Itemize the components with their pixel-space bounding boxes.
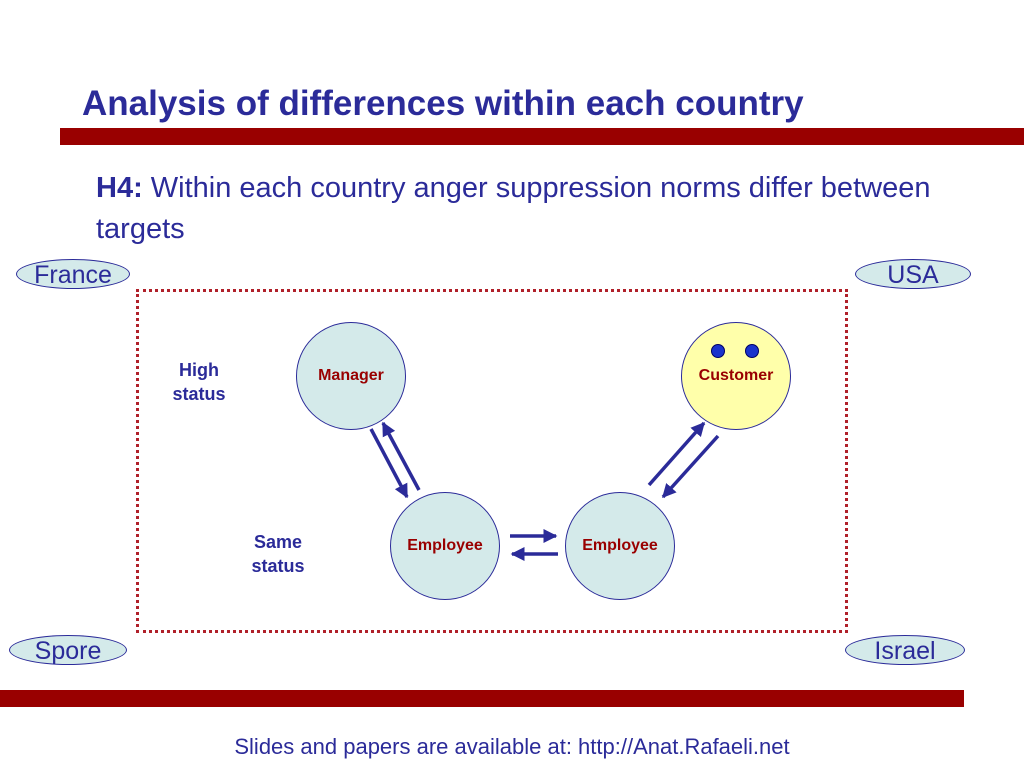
country-label-france: France	[16, 259, 130, 289]
hypothesis-statement: H4: Within each country anger suppressio…	[96, 168, 976, 250]
node-employee-right: Employee	[565, 492, 675, 600]
node-customer: Customer	[681, 322, 791, 430]
node-employee-right-label: Employee	[582, 537, 658, 554]
country-label-israel: Israel	[845, 635, 965, 665]
smiley-left-eye-icon	[711, 344, 725, 358]
title-underline-bar	[60, 128, 1024, 145]
slide-title: Analysis of differences within each coun…	[82, 84, 804, 123]
country-label-usa: USA	[855, 259, 971, 289]
country-label-spore: Spore	[9, 635, 127, 665]
status-label-same-line1: Same	[253, 532, 303, 552]
node-employee-left-label: Employee	[407, 537, 483, 554]
footer-bar	[0, 690, 964, 707]
smiley-right-eye-icon	[745, 344, 759, 358]
status-label-high-line1: High	[179, 360, 219, 380]
node-manager: Manager	[296, 322, 406, 430]
status-label-high: High status	[159, 358, 239, 406]
status-label-same: Same status	[238, 530, 318, 578]
node-customer-label: Customer	[698, 367, 774, 384]
footer-text: Slides and papers are available at: http…	[234, 734, 790, 759]
node-employee-left: Employee	[390, 492, 500, 600]
arrow-employee-to-customer	[647, 421, 706, 487]
node-manager-label: Manager	[318, 367, 384, 384]
status-label-high-line2: status	[172, 384, 226, 404]
diagram-frame	[136, 289, 848, 633]
hypothesis-label: H4:	[96, 172, 143, 204]
hypothesis-text: Within each country anger suppression no…	[96, 172, 931, 245]
arrow-customer-to-employee	[661, 434, 720, 499]
arrow-manager-to-employee	[369, 428, 409, 499]
arrow-employee-to-manager	[381, 421, 421, 491]
status-label-same-line2: status	[251, 556, 305, 576]
